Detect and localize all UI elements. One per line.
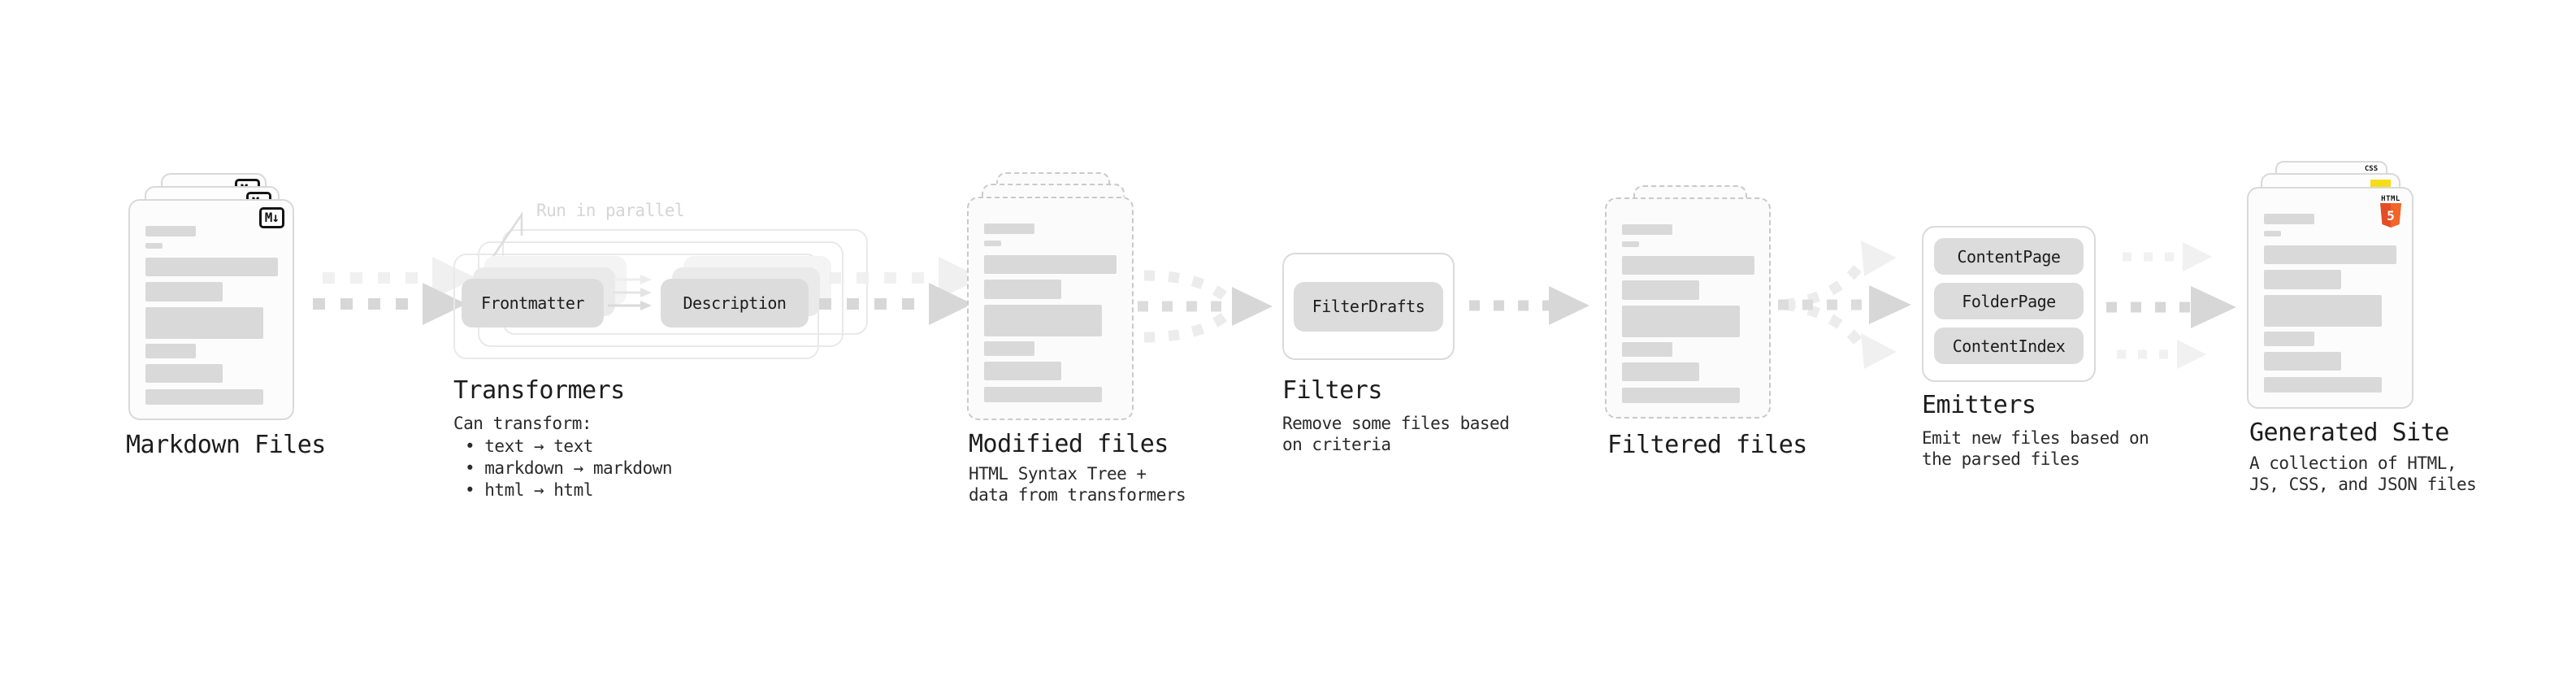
arrow-emitter-top-to-site — [2123, 242, 2212, 271]
filters-title: Filters — [1282, 376, 1382, 405]
content-page-pill: ContentPage — [1934, 238, 2084, 275]
generated-html-card: HTML 5 — [2247, 187, 2413, 409]
arrow-diverge-filtered-to-emitters — [1778, 241, 1911, 369]
modified-files-label: Modified files — [969, 430, 1169, 458]
transformers-bullet-list: • text → text • markdown → markdown • ht… — [465, 436, 673, 501]
description-pill: Description — [661, 279, 809, 327]
arrow-emitter-middle-to-site — [2106, 286, 2236, 328]
frontmatter-pill: Frontmatter — [462, 279, 604, 327]
transformers-title: Transformers — [453, 376, 625, 405]
content-index-pill: ContentIndex — [1934, 327, 2084, 364]
run-in-parallel-label: Run in parallel — [536, 201, 685, 220]
markdown-file-card: M↓ — [128, 199, 294, 420]
filters-desc: Remove some files based on criteria — [1282, 414, 1510, 454]
document-content-placeholder — [1622, 224, 1754, 403]
folder-page-pill: FolderPage — [1934, 283, 2084, 319]
modified-files-desc: HTML Syntax Tree + data from transformer… — [969, 464, 1186, 505]
html5-icon: HTML 5 — [2379, 195, 2402, 228]
arrow-converge-modified-to-filters — [1138, 270, 1273, 343]
bullet-item: • html → html — [465, 480, 593, 500]
filter-drafts-pill: FilterDrafts — [1294, 281, 1443, 332]
bullet-item: • text → text — [465, 436, 593, 456]
bullet-item: • markdown → markdown — [465, 458, 673, 478]
emitters-desc: Emit new files based on the parsed files — [1922, 428, 2149, 469]
generated-site-desc: A collection of HTML, JS, CSS, and JSON … — [2249, 453, 2477, 494]
filtered-file-card — [1605, 197, 1771, 419]
transformers-desc: Can transform: — [453, 414, 592, 433]
filters-card: FilterDrafts — [1282, 253, 1455, 360]
emitter-pill-list: ContentPage FolderPage ContentIndex — [1934, 238, 2084, 364]
markdown-files-label: Markdown Files — [126, 431, 326, 459]
svg-text:5: 5 — [2387, 208, 2395, 223]
modified-file-card — [967, 197, 1134, 420]
markdown-icon: M↓ — [258, 207, 284, 228]
arrow-filters-to-filtered — [1469, 286, 1589, 325]
js-icon — [2370, 180, 2391, 189]
filtered-files-label: Filtered files — [1607, 431, 1807, 459]
transform-flow-arrows — [608, 275, 652, 310]
document-content-placeholder — [984, 223, 1117, 402]
document-content-placeholder — [2264, 214, 2396, 393]
arrow-transformers-to-modified — [819, 257, 982, 325]
arrow-emitter-bottom-to-site — [2117, 340, 2206, 369]
document-content-placeholder — [145, 226, 278, 405]
generated-site-label: Generated Site — [2249, 419, 2449, 447]
emitters-title: Emitters — [1922, 391, 2036, 419]
